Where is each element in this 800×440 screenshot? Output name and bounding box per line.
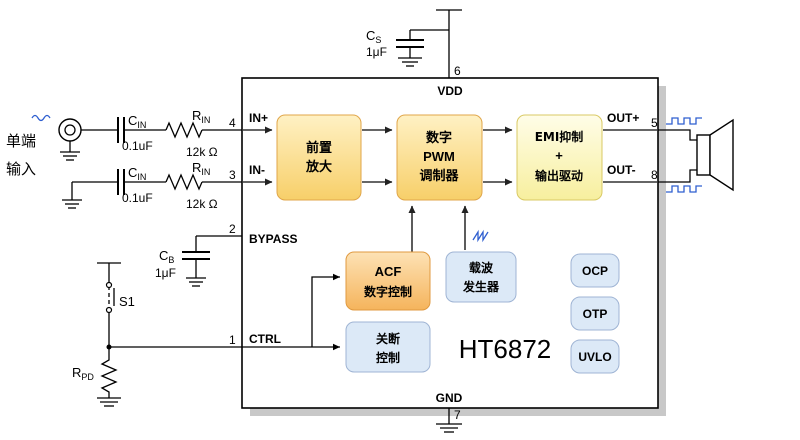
preamp-label-line1: 前置 (306, 140, 332, 156)
pin-6-number: 6 (454, 64, 461, 78)
cin-bottom-label: CIN (128, 165, 146, 182)
s1-contact-top (105, 281, 113, 289)
pwm-modulator-block: 数字 PWM 调制器 (396, 114, 483, 201)
rin-bottom-value: 12k Ω (186, 197, 218, 211)
uvlo-block-box (570, 339, 620, 374)
speaker-magnet (696, 134, 711, 176)
pin-5-number: 5 (651, 116, 658, 130)
rpd-label: RPD (72, 365, 94, 382)
carrier-label-line1: 载波 (469, 260, 494, 275)
in-minus-pin-label: IN- (249, 163, 265, 177)
pin-7-number: 7 (454, 408, 461, 422)
cin-bottom-value: 0.1uF (122, 191, 153, 205)
otp-label: OTP (583, 307, 608, 321)
pwm-block-box (396, 114, 483, 201)
gnd-pin-label: GND (436, 391, 463, 405)
carrier-label-line2: 发生器 (462, 279, 500, 294)
emi-driver-block: EMI抑制 + 输出驱动 (516, 114, 603, 201)
out-minus-pwm-waveform (666, 185, 702, 193)
otp-block-box (570, 296, 620, 331)
cb-label: CB (159, 248, 174, 265)
preamp-block: 前置 放大 (276, 114, 362, 201)
output-section: OUT+ OUT- 5 8 (607, 111, 734, 193)
out-minus-wire (658, 169, 697, 183)
out-plus-pwm-waveform (666, 117, 702, 125)
cb-value: 1μF (155, 266, 176, 280)
cs-value: 1μF (366, 45, 387, 59)
shutdown-label-line1: 关断 (376, 331, 400, 346)
chip-name: HT6872 (459, 334, 552, 364)
single-ended-input-label-line1: 单端 (6, 132, 36, 150)
s1-label: S1 (119, 294, 135, 309)
acf-block-box (345, 251, 431, 311)
pin-3-number: 3 (229, 168, 236, 182)
preamp-block-box (276, 114, 362, 201)
input-section: 单端 输入 CIN 0.1uF RIN 12k Ω 4 IN+ CIN (6, 108, 268, 211)
cin-top-label: CIN (128, 113, 146, 130)
pwm-label-line2: PWM (423, 149, 455, 164)
vdd-pin-label: VDD (437, 84, 463, 98)
pwm-label-line1: 数字 (426, 130, 452, 146)
rin-bottom-resistor (165, 173, 203, 191)
rin-top-label: RIN (192, 108, 210, 125)
carrier-generator-block: 载波 发生器 (445, 229, 517, 303)
speaker-icon (709, 118, 734, 192)
rin-bottom-label: RIN (192, 160, 210, 177)
out-plus-pin-label: OUT+ (607, 111, 639, 125)
vdd-supply: CS 1μF 6 VDD (366, 9, 463, 98)
rin-top-resistor (165, 121, 203, 139)
out-minus-pin-label: OUT- (607, 163, 636, 177)
protection-blocks: OCP OTP UVLO (570, 253, 620, 374)
acf-label-line2: 数字控制 (364, 284, 412, 299)
cin-top-value: 0.1uF (122, 139, 153, 153)
single-ended-input-label-line2: 输入 (6, 160, 36, 178)
rin-top-value: 12k Ω (186, 145, 218, 159)
acf-block: ACF 数字控制 (345, 251, 431, 311)
in-plus-pin-label: IN+ (249, 111, 268, 125)
input-signal-icon (31, 114, 51, 122)
bypass-pin-label: BYPASS (249, 232, 297, 246)
out-plus-wire (658, 129, 697, 141)
pin-8-number: 8 (651, 168, 658, 182)
acf-label-line1: ACF (375, 264, 402, 279)
rca-jack-inner (64, 124, 76, 136)
gnd-section: GND 7 (436, 391, 463, 433)
emi-block-box (516, 114, 603, 201)
ocp-label: OCP (582, 264, 608, 278)
shutdown-label-line2: 控制 (376, 350, 400, 365)
s1-contact-bottom (105, 306, 113, 314)
emi-label-line1: EMI抑制 (535, 129, 584, 144)
preamp-label-line2: 放大 (305, 159, 332, 175)
uvlo-label: UVLO (578, 350, 611, 364)
sawtooth-signal-icon (472, 229, 489, 243)
control-section: S1 RPD 1 CTRL (72, 262, 281, 407)
cs-label: CS (366, 28, 381, 45)
rpd-resistor (100, 356, 118, 398)
pin-4-number: 4 (229, 116, 236, 130)
ctrl-to-acf-arrow (311, 273, 340, 347)
ocp-block-box (570, 253, 620, 288)
internal-signal-paths (242, 126, 658, 351)
pin-2-number: 2 (229, 222, 236, 236)
pin-1-number: 1 (229, 333, 236, 347)
emi-label-line3: 输出驱动 (535, 168, 583, 183)
ctrl-pin-label: CTRL (249, 332, 281, 346)
shutdown-block-box (345, 321, 431, 373)
emi-label-line2: + (555, 148, 563, 163)
shutdown-control-block: 关断 控制 (345, 321, 431, 373)
pwm-label-line3: 调制器 (419, 168, 459, 184)
carrier-block-box (445, 251, 517, 303)
bypass-section: CB 1μF 2 BYPASS (155, 222, 297, 287)
